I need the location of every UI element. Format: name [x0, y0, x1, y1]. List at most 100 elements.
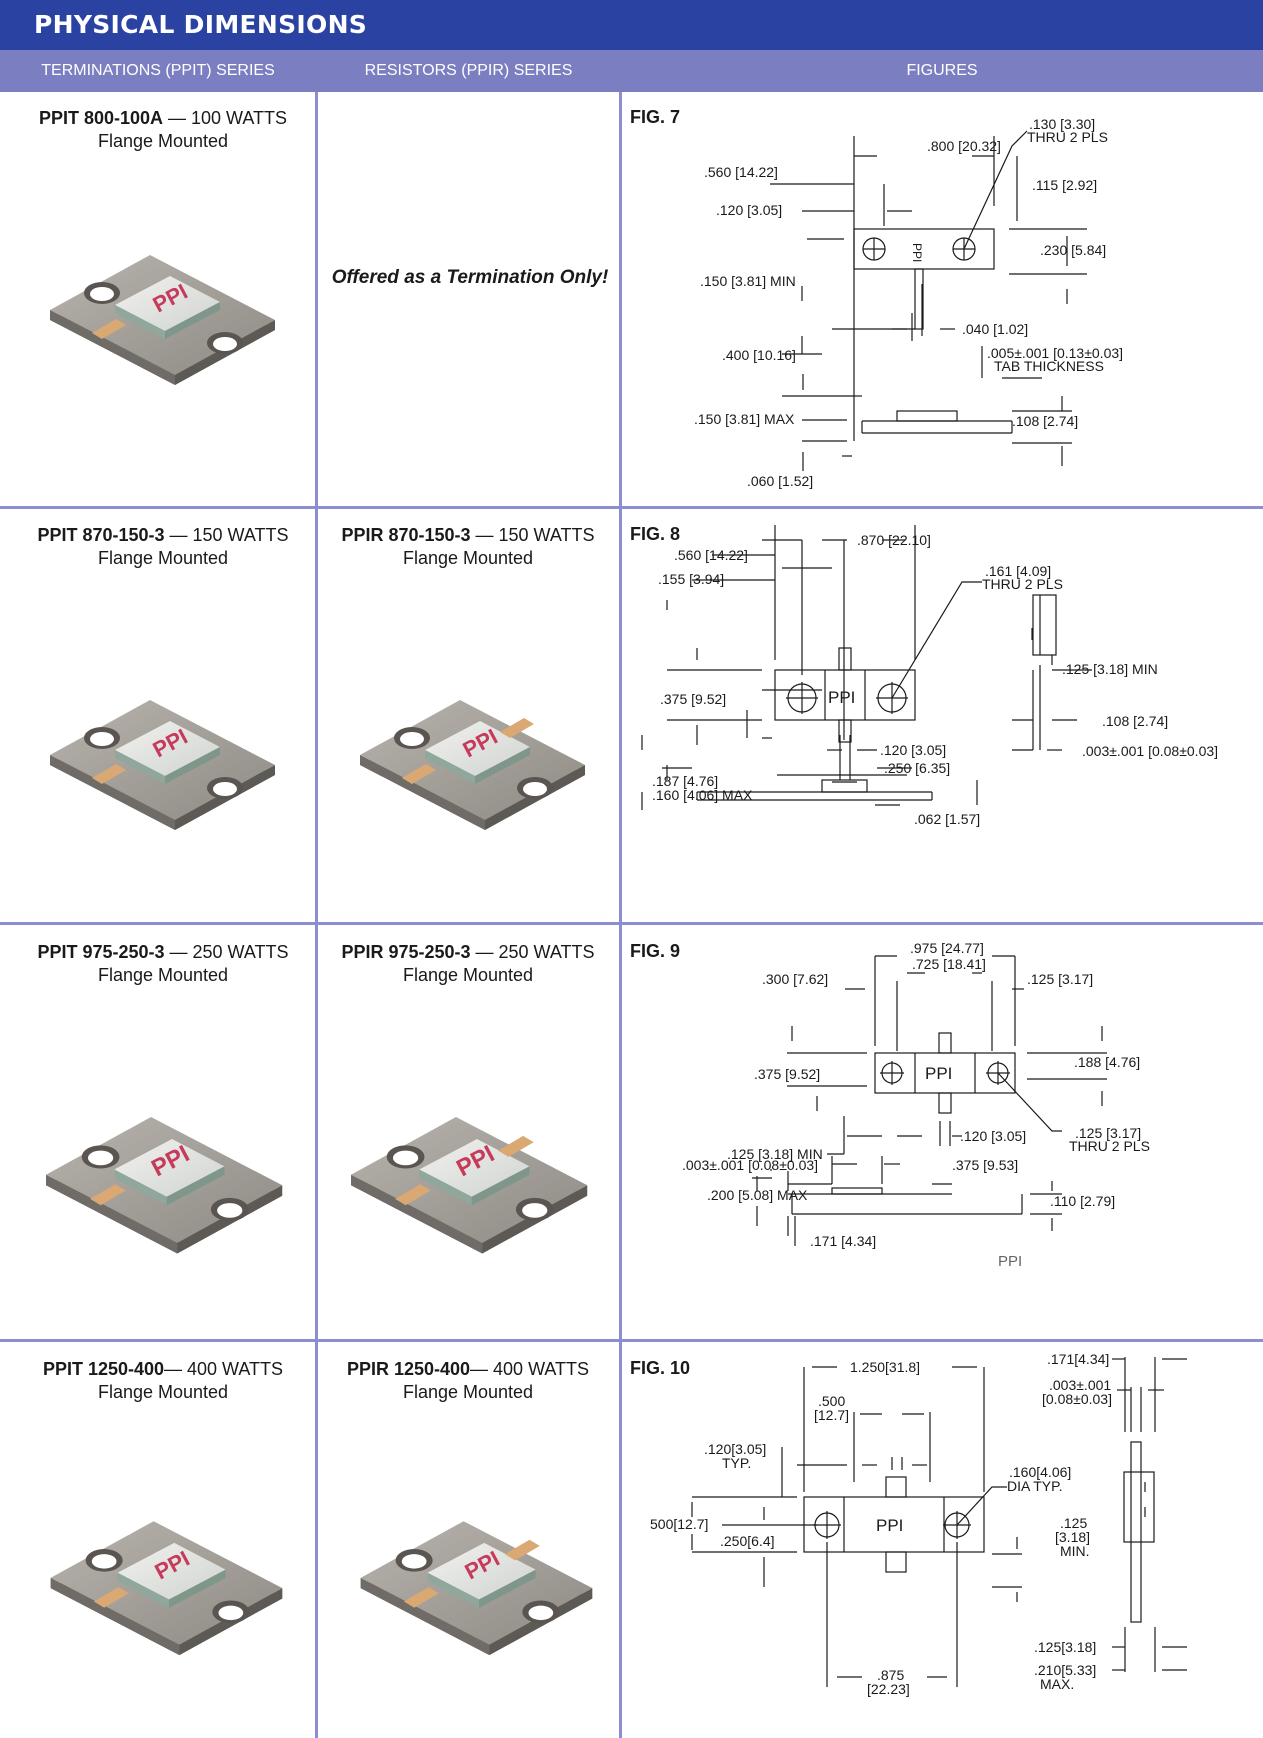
dimension-label: .160[4.06]	[1009, 1464, 1071, 1480]
ppir-1250-title: PPIR 1250-400— 400 WATTS Flange Mounted	[322, 1358, 614, 1404]
dimension-label: [0.08±0.03]	[1042, 1391, 1112, 1407]
part-number: PPIR 1250-400	[346, 1359, 471, 1379]
dimension-label: .108 [2.74]	[1012, 413, 1078, 429]
wattage: — 100 WATTS	[163, 108, 288, 128]
dimension-label: .725 [18.41]	[912, 956, 986, 972]
dimension-label: .062 [1.57]	[914, 811, 980, 827]
dimension-label: .560 [14.22]	[674, 547, 748, 563]
dimension-label: .250 [6.35]	[884, 760, 950, 776]
part-number: PPIR 975-250-3	[341, 942, 471, 962]
dimension-label: .115 [2.92]	[1032, 177, 1097, 193]
part-number: PPIR 870-150-3	[341, 525, 471, 545]
dimension-label: .155 [3.94]	[658, 571, 724, 587]
wattage: — 150 WATTS	[470, 525, 595, 545]
dimension-label: .060 [1.52]	[747, 473, 813, 489]
dimension-label: .375 [9.52]	[660, 691, 726, 707]
dimension-label: .120[3.05]	[704, 1441, 766, 1457]
mount-type: Flange Mounted	[97, 965, 229, 985]
dimension-label: 500[12.7]	[650, 1516, 708, 1532]
fig10-drawing: 1.250[31.8] .171[4.34] .003±.001 [0.08±0…	[650, 1351, 1187, 1697]
ppir-870-title: PPIR 870-150-3 — 150 WATTS Flange Mounte…	[322, 524, 614, 570]
ppit-1250-title: PPIT 1250-400— 400 WATTS Flange Mounted	[18, 1358, 308, 1404]
dimension-label: .400 [10.16]	[722, 347, 796, 363]
dimension-label: TAB THICKNESS	[994, 358, 1104, 374]
product-photo-ppir-1250: PPI	[360, 1521, 593, 1656]
dimension-label: .040 [1.02]	[962, 321, 1028, 337]
dimension-label: .125 [3.17]	[1027, 971, 1093, 987]
figure-label: FIG. 7	[630, 107, 681, 127]
product-photo-ppir-975: PPI	[351, 1117, 588, 1254]
grid-divider	[619, 92, 622, 1738]
column-header-ppit: TERMINATIONS (PPIT) SERIES	[0, 50, 316, 92]
dimension-label: .150 [3.81] MAX	[694, 411, 795, 427]
product-photo-ppit-800: PPI	[50, 255, 275, 385]
part-number: PPIT 870-150-3	[37, 525, 165, 545]
dimension-label: .005±.001 [0.13±0.03]	[987, 345, 1123, 361]
dimension-label: .171[4.34]	[1047, 1351, 1109, 1367]
dimension-label: .120 [3.05]	[960, 1128, 1026, 1144]
figure-label: FIG. 8	[630, 524, 681, 544]
dimension-label: .875	[877, 1667, 904, 1683]
wattage: — 250 WATTS	[470, 942, 595, 962]
product-photo-ppit-1250: PPI	[50, 1521, 283, 1656]
dimension-label: .125	[1060, 1515, 1087, 1531]
dimension-label: .560 [14.22]	[704, 164, 778, 180]
dimension-label: .171 [4.34]	[810, 1233, 876, 1249]
footer-logo: PPI	[998, 1253, 1022, 1270]
dimension-label: THRU 2 PLS	[1069, 1138, 1150, 1154]
grid-divider	[0, 1339, 1263, 1342]
fig9-drawing: .975 [24.77] .725 [18.41] .300 [7.62] .1…	[682, 940, 1150, 1270]
dimension-label: .130 [3.30]	[1029, 116, 1095, 132]
dimension-label: .250[6.4]	[720, 1533, 775, 1549]
grid-divider	[315, 92, 318, 1738]
dimension-label: .120 [3.05]	[716, 202, 782, 218]
dimension-label: .125[3.18]	[1034, 1639, 1096, 1655]
dimension-label: .003±.001 [0.08±0.03]	[682, 1157, 818, 1173]
dimension-label: .120 [3.05]	[880, 742, 946, 758]
dimension-label: .125 [3.18] MIN	[1062, 661, 1158, 677]
dimension-label: .003±.001	[1049, 1377, 1111, 1393]
part-number: PPIT 975-250-3	[37, 942, 165, 962]
dimension-label: .108 [2.74]	[1102, 713, 1168, 729]
part-number: PPIT 1250-400	[42, 1359, 165, 1379]
dimension-label: .003±.001 [0.08±0.03]	[1082, 743, 1218, 759]
grid-divider	[0, 922, 1263, 925]
dimension-label: .188 [4.76]	[1074, 1054, 1140, 1070]
product-photo-ppir-870: PPI	[360, 700, 585, 830]
mount-type: Flange Mounted	[402, 1382, 534, 1402]
wattage: — 400 WATTS	[164, 1359, 284, 1379]
product-photo-ppit-870: PPI	[50, 700, 275, 830]
drawing-logo: PPI	[828, 688, 855, 707]
wattage: — 400 WATTS	[470, 1359, 590, 1379]
dimension-label: .161 [4.09]	[985, 563, 1051, 579]
dimension-label: .200 [5.08] MAX	[707, 1187, 808, 1203]
mount-type: Flange Mounted	[402, 548, 534, 568]
grid-divider	[0, 506, 1263, 509]
dimension-label: [22.23]	[867, 1681, 910, 1697]
dimension-label: THRU 2 PLS	[1027, 129, 1108, 145]
ppit-975-title: PPIT 975-250-3 — 250 WATTS Flange Mounte…	[18, 941, 308, 987]
ppit-870-title: PPIT 870-150-3 — 150 WATTS Flange Mounte…	[18, 524, 308, 570]
product-photo-ppit-975: PPI	[46, 1117, 283, 1254]
dimension-label: .187 [4.76]	[652, 773, 718, 789]
dimension-label: .800 [20.32]	[927, 138, 1001, 154]
ppit-800-title: PPIT 800-100A — 100 WATTS Flange Mounted	[18, 107, 308, 153]
wattage: — 250 WATTS	[164, 942, 289, 962]
dimension-label: .375 [9.53]	[952, 1157, 1018, 1173]
termination-only-note: Offered as a Termination Only!	[331, 267, 609, 288]
dimension-label: .870 [22.10]	[857, 532, 931, 548]
figure-label: FIG. 10	[630, 1358, 691, 1378]
wattage: — 150 WATTS	[164, 525, 289, 545]
part-number: PPIT 800-100A	[38, 108, 164, 128]
dimension-label: [12.7]	[814, 1407, 849, 1423]
mount-type: Flange Mounted	[97, 1382, 229, 1402]
dimension-label: TYP.	[722, 1455, 751, 1471]
dimension-label: DIA TYP.	[1007, 1478, 1063, 1494]
mount-type: Flange Mounted	[97, 548, 229, 568]
dimension-label: .125 [3.17]	[1075, 1125, 1141, 1141]
dimension-label: .160 [4.06] MAX	[652, 787, 753, 803]
dimension-label: 1.250[31.8]	[850, 1359, 920, 1375]
dimension-label: .230 [5.84]	[1040, 242, 1106, 258]
drawing-logo: PPI	[910, 243, 924, 262]
drawing-logo: PPI	[876, 1516, 903, 1535]
